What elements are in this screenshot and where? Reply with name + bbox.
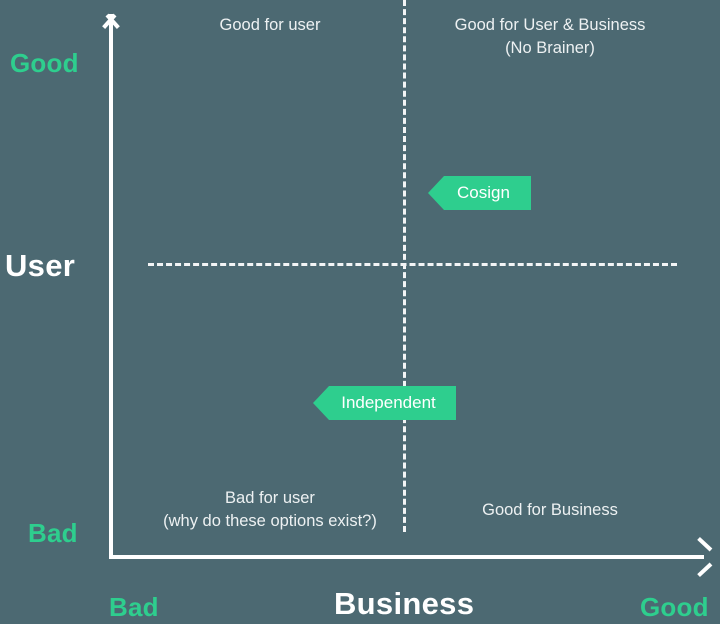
y-axis-line xyxy=(109,14,113,559)
y-axis-high-label: Good xyxy=(10,48,79,78)
data-point-tag-cosign[interactable]: Cosign xyxy=(428,176,531,210)
y-axis-low-label: Bad xyxy=(28,518,78,548)
vertical-dashed-divider xyxy=(403,0,406,532)
quadrant-label-bottom-left-line1: Bad for user xyxy=(225,489,315,507)
quadrant-label-bottom-right: Good for Business xyxy=(420,499,680,522)
x-axis-arrow-right-icon xyxy=(692,546,714,568)
quadrant-label-bottom-right-line1: Good for Business xyxy=(482,501,618,519)
x-axis-title: Business xyxy=(334,586,475,621)
data-point-tag-independent[interactable]: Independent xyxy=(313,386,456,420)
quadrant-label-bottom-left-line2: (why do these options exist?) xyxy=(163,512,377,530)
quadrant-label-top-right: Good for User & Business (No Brainer) xyxy=(420,14,680,60)
y-axis-arrow-up-icon xyxy=(100,4,122,26)
x-axis-low-label: Bad xyxy=(109,592,159,622)
horizontal-dashed-divider xyxy=(148,263,677,266)
quadrant-label-top-left-line1: Good for user xyxy=(219,16,321,34)
y-axis-title: User xyxy=(5,248,76,283)
quadrant-label-top-left: Good for user xyxy=(150,14,390,37)
quadrant-label-top-right-line1: Good for User & Business xyxy=(454,16,646,34)
quadrant-label-bottom-left: Bad for user (why do these options exist… xyxy=(150,487,390,533)
quadrant-label-top-right-line2: (No Brainer) xyxy=(505,39,595,57)
x-axis-line xyxy=(109,555,704,559)
x-axis-high-label: Good xyxy=(640,592,709,622)
